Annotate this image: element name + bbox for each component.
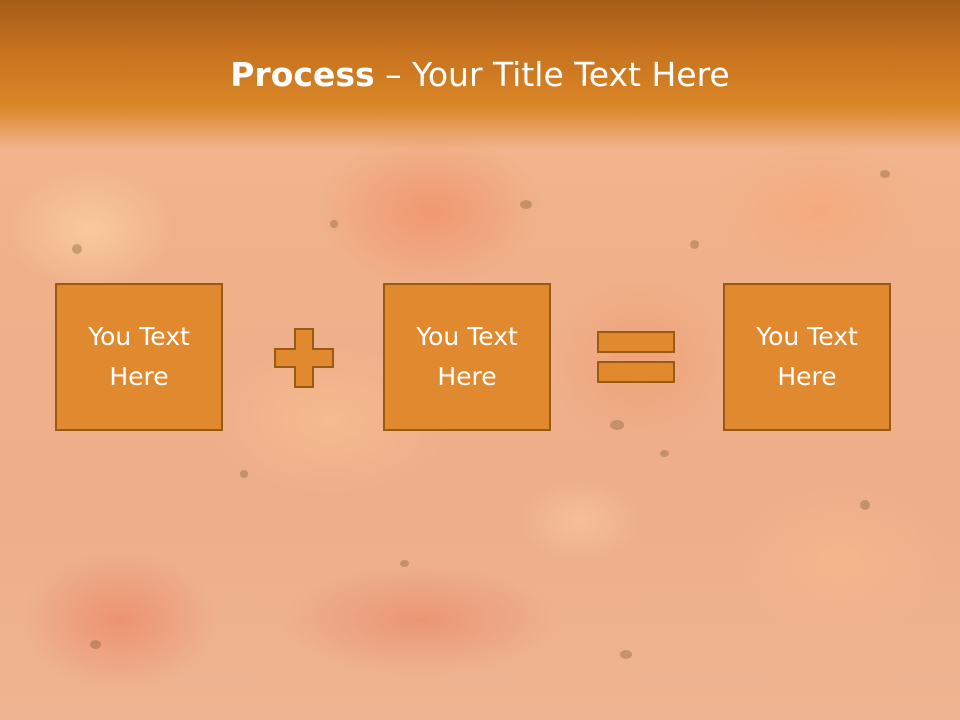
process-box-2-label: You Text Here [416, 322, 518, 391]
process-box-2: You Text Here [383, 283, 551, 431]
process-box-1-label: You Text Here [88, 322, 190, 391]
process-box-1: You Text Here [55, 283, 223, 431]
process-box-3-label: You Text Here [756, 322, 858, 391]
title-bar [0, 0, 960, 150]
title-rest-text: – Your Title Text Here [374, 55, 730, 94]
title-bold-text: Process [230, 55, 375, 94]
equals-icon [597, 331, 675, 383]
process-box-3: You Text Here [723, 283, 891, 431]
slide-title: Process – Your Title Text Here [0, 52, 960, 98]
plus-icon [274, 328, 334, 388]
